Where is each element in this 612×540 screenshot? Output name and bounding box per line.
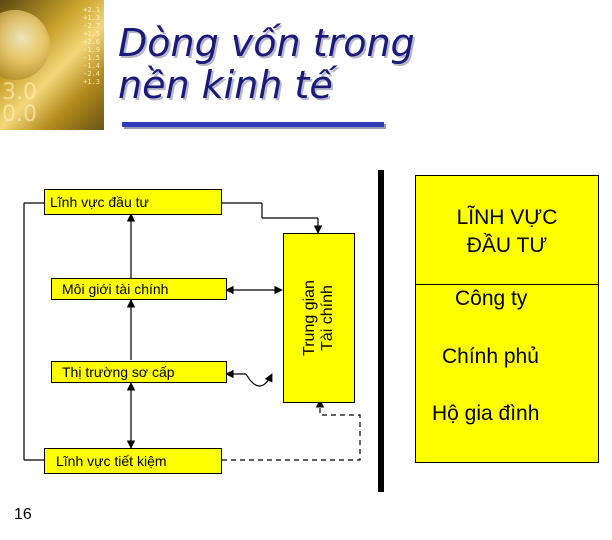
label-financial-broker: Môi giới tài chính xyxy=(62,281,169,297)
panel-item-households: Hộ gia đình xyxy=(432,402,540,425)
slide-number: 16 xyxy=(14,506,32,523)
slide-title: Dòng vốn trong nền kinh tế xyxy=(118,22,415,106)
label-primary-market: Thị trường sơ cấp xyxy=(62,364,175,380)
label-investment-sector: Lĩnh vực đầu tư xyxy=(50,194,149,210)
separator-bar xyxy=(378,170,384,492)
intermediary-line1: Trung gian xyxy=(301,280,318,356)
box-primary-market xyxy=(51,361,227,383)
slide-title-line1: Dòng vốn trong xyxy=(118,21,415,65)
panel-header-line1: LĨNH VỰC xyxy=(456,206,558,229)
intermediary-line2: Tài chính xyxy=(319,285,336,351)
label-savings-sector: Lĩnh vực tiết kiệm xyxy=(56,453,167,469)
ticker-big-digits: 3.0 0.0 xyxy=(2,80,37,127)
title-underline xyxy=(122,122,384,127)
panel-header-line2: ĐẦU TƯ xyxy=(466,234,548,257)
box-financial-intermediary xyxy=(283,233,355,403)
panel-item-company: Công ty xyxy=(455,287,528,310)
slide-title-line2: nền kinh tế xyxy=(118,63,333,107)
title-decoration-image: +2.1 +1.3 -2.7 +1.5 +2.6 -1.9 -1.5 -1.4 … xyxy=(0,0,104,130)
stock-ticker-text: +2.1 +1.3 -2.7 +1.5 +2.6 -1.9 -1.5 -1.4 … xyxy=(83,6,100,86)
panel-item-government: Chính phủ xyxy=(442,345,539,368)
dashed-savings-to-intermediary xyxy=(222,399,361,461)
box-savings-sector xyxy=(44,448,222,474)
curve-market-intermediary xyxy=(245,373,273,387)
panel-header: LĨNH VỰC ĐẦU TƯ xyxy=(415,175,599,285)
box-financial-broker xyxy=(51,278,227,300)
label-financial-intermediary: Trung gian Tài chính xyxy=(301,280,337,356)
box-investment-sector xyxy=(44,189,222,215)
